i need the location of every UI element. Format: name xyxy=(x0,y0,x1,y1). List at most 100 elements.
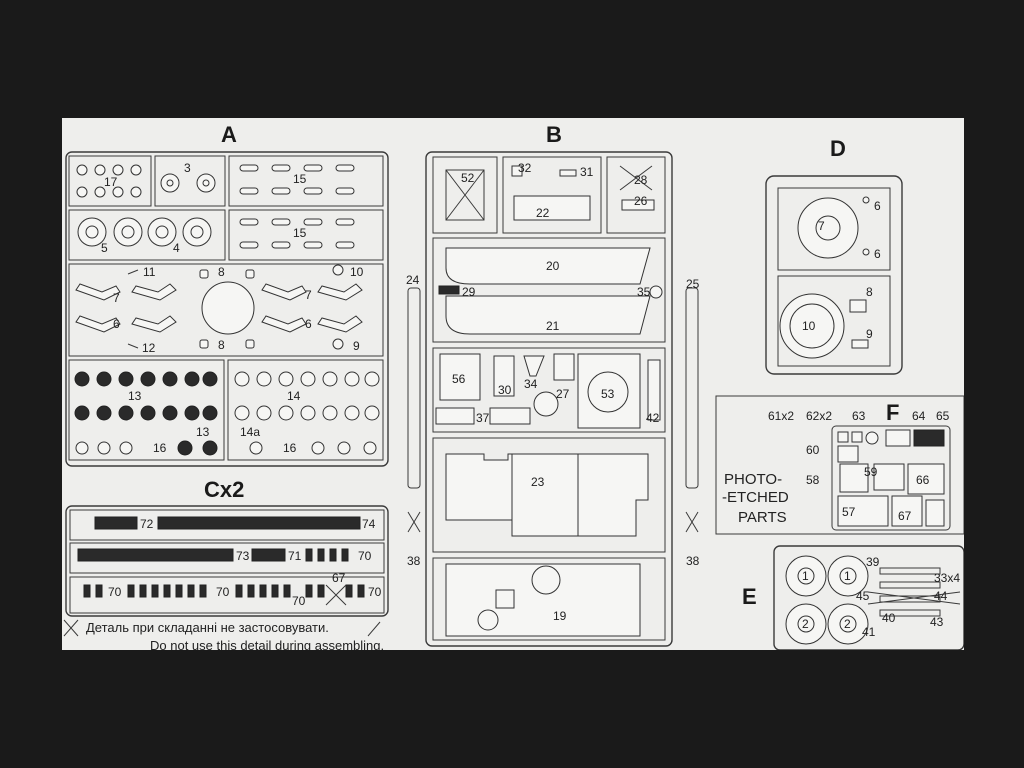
svg-text:25: 25 xyxy=(686,277,700,291)
sprue-c-title: Cx2 xyxy=(204,477,244,502)
sprue-b-title: B xyxy=(546,122,562,147)
svg-text:1: 1 xyxy=(844,569,851,583)
part-21-hull-side xyxy=(445,295,651,335)
note-english: Do not use this detail during assembling… xyxy=(150,638,384,650)
svg-text:70: 70 xyxy=(108,585,122,599)
svg-text:9: 9 xyxy=(866,327,873,341)
part-74-track xyxy=(157,516,361,530)
svg-text:21: 21 xyxy=(546,319,560,333)
svg-text:32: 32 xyxy=(518,161,532,175)
svg-text:61x2: 61x2 xyxy=(768,409,794,423)
svg-text:45: 45 xyxy=(856,589,870,603)
cross-mark-icon xyxy=(63,619,79,637)
part-15-links-upper xyxy=(239,164,355,195)
svg-text:38: 38 xyxy=(407,554,421,568)
svg-text:9: 9 xyxy=(353,339,360,353)
svg-text:72: 72 xyxy=(140,517,154,531)
svg-text:14a: 14a xyxy=(240,425,260,439)
sprue-diagram: A 17 3 15 xyxy=(63,122,964,650)
svg-text:27: 27 xyxy=(556,387,570,401)
svg-text:56: 56 xyxy=(452,372,466,386)
sprue-d: D 7 6 6 8 10 9 xyxy=(765,136,903,375)
part-7-arms xyxy=(75,283,363,301)
svg-text:7: 7 xyxy=(305,288,312,302)
svg-text:12: 12 xyxy=(142,341,156,355)
svg-text:20: 20 xyxy=(546,259,560,273)
cross-mark-38-right xyxy=(685,511,699,533)
note-ukrainian: Деталь при складанні не застосовувати. xyxy=(86,620,329,635)
svg-text:59: 59 xyxy=(864,465,878,479)
svg-text:2: 2 xyxy=(844,617,851,631)
svg-text:8: 8 xyxy=(218,265,225,279)
svg-text:7: 7 xyxy=(818,219,825,233)
svg-text:3: 3 xyxy=(184,161,191,175)
svg-text:52: 52 xyxy=(461,171,475,185)
part-15-links-lower xyxy=(239,218,355,249)
svg-text:14: 14 xyxy=(287,389,301,403)
svg-text:29: 29 xyxy=(462,285,476,299)
sprue-d-title: D xyxy=(830,136,846,161)
svg-text:73: 73 xyxy=(236,549,250,563)
part-5-4-wheels xyxy=(77,217,212,247)
sprue-a-center-hole xyxy=(201,281,255,335)
assembly-note: Деталь при складанні не застосовувати. D… xyxy=(63,619,384,650)
svg-text:38: 38 xyxy=(686,554,700,568)
svg-text:5: 5 xyxy=(101,241,108,255)
svg-text:23: 23 xyxy=(531,475,545,489)
cross-mark-67 xyxy=(325,584,347,606)
svg-text:37: 37 xyxy=(476,411,490,425)
svg-text:15: 15 xyxy=(293,172,307,186)
sprue-e: E 1 1 2 2 39 33x4 45 44 40 41 43 xyxy=(742,545,964,650)
svg-text:39: 39 xyxy=(866,555,880,569)
instruction-sheet: A 17 3 15 xyxy=(62,118,964,650)
part-1-2-sprockets xyxy=(785,555,869,645)
part-25-runner xyxy=(685,287,699,489)
cross-mark-28 xyxy=(619,165,653,191)
pe-label-line1: PHOTO- xyxy=(724,471,782,488)
svg-text:42: 42 xyxy=(646,411,660,425)
part-3-hubs xyxy=(160,173,216,193)
svg-text:16: 16 xyxy=(283,441,297,455)
cross-mark-38-left xyxy=(407,511,421,533)
svg-text:31: 31 xyxy=(580,165,594,179)
svg-text:34: 34 xyxy=(524,377,538,391)
photo-etched-f: F PHOTO- -ETCHED PARTS 61x2 62x2 63 64 6… xyxy=(715,395,964,535)
svg-text:40: 40 xyxy=(882,611,896,625)
svg-text:66: 66 xyxy=(916,473,930,487)
svg-text:70: 70 xyxy=(216,585,230,599)
svg-text:19: 19 xyxy=(553,609,567,623)
svg-text:22: 22 xyxy=(536,206,550,220)
part-13-wheels xyxy=(74,371,218,456)
svg-text:6: 6 xyxy=(305,317,312,331)
cross-mark-52 xyxy=(445,169,485,221)
svg-text:67: 67 xyxy=(332,571,346,585)
svg-text:58: 58 xyxy=(806,473,820,487)
svg-text:70: 70 xyxy=(358,549,372,563)
svg-text:13: 13 xyxy=(128,389,142,403)
svg-text:1: 1 xyxy=(802,569,809,583)
svg-text:62x2: 62x2 xyxy=(806,409,832,423)
svg-text:44: 44 xyxy=(934,589,948,603)
svg-text:26: 26 xyxy=(634,194,648,208)
svg-text:53: 53 xyxy=(601,387,615,401)
svg-text:17: 17 xyxy=(104,175,118,189)
svg-text:10: 10 xyxy=(802,319,816,333)
part-70-links xyxy=(83,548,365,598)
svg-text:13: 13 xyxy=(196,425,210,439)
svg-text:11: 11 xyxy=(143,265,156,279)
svg-text:8: 8 xyxy=(218,338,225,352)
part-24-runner xyxy=(407,287,421,489)
svg-text:6: 6 xyxy=(874,247,881,261)
part-16-small-wheels xyxy=(75,441,377,455)
part-6-arms xyxy=(75,315,363,333)
svg-text:7: 7 xyxy=(113,291,120,305)
svg-text:28: 28 xyxy=(634,173,648,187)
svg-text:70: 70 xyxy=(368,585,382,599)
part-73-track xyxy=(77,548,234,562)
sprue-a: A 17 3 15 xyxy=(65,122,389,467)
sprue-f-title: F xyxy=(886,400,899,425)
part-71-track xyxy=(251,548,286,562)
svg-text:4: 4 xyxy=(173,241,180,255)
pe-label-line2: -ETCHED xyxy=(722,489,789,506)
svg-text:57: 57 xyxy=(842,505,856,519)
